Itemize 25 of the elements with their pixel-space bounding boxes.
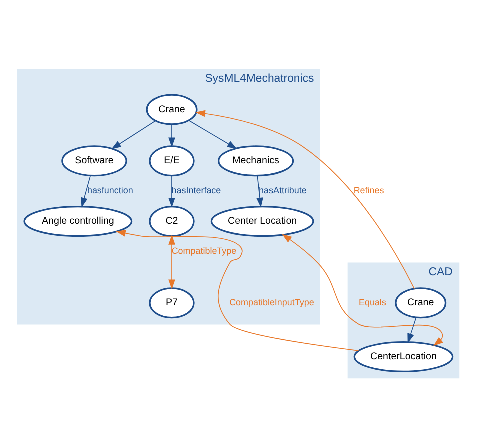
node-ellipse: E/E xyxy=(149,145,195,176)
arrow xyxy=(168,234,176,290)
edge-label: hasAttribute xyxy=(259,185,307,196)
arrow xyxy=(282,234,444,346)
node-ellipse: C2 xyxy=(149,206,195,237)
node-ellipse: Crane xyxy=(146,94,198,125)
edge-label: hasfunction xyxy=(87,185,134,196)
arrow xyxy=(81,175,92,208)
node-ellipse: Center Location xyxy=(210,206,314,237)
edge-label: Equals xyxy=(359,296,386,307)
arrow xyxy=(256,175,264,208)
node-ellipse: CenterLocation xyxy=(354,341,454,372)
node-ellipse: Crane xyxy=(395,287,447,318)
edge-label: CompatibleInputType xyxy=(230,296,314,307)
arrow xyxy=(112,120,156,149)
arrow xyxy=(188,120,238,149)
arrow xyxy=(168,175,176,208)
node-ellipse: P7 xyxy=(149,287,195,318)
arrow xyxy=(116,230,360,351)
arrow xyxy=(196,110,415,289)
edge-label: Refines xyxy=(354,185,384,196)
arrow xyxy=(408,316,417,344)
node-ellipse: Software xyxy=(62,145,128,176)
arrow xyxy=(168,124,176,148)
node-ellipse: Mechanics xyxy=(218,145,294,176)
